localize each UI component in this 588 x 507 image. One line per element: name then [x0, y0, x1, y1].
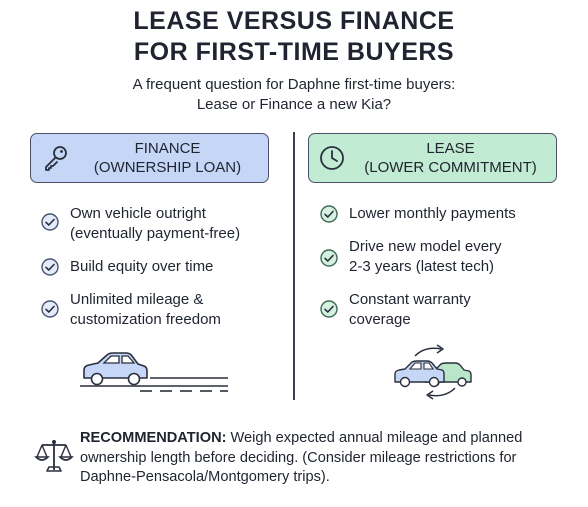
key-icon	[45, 146, 67, 171]
lease-heading-line-1: LEASE	[426, 140, 475, 157]
column-divider	[293, 132, 295, 400]
recommendation-text: RECOMMENDATION: Weigh expected annual mi…	[80, 429, 550, 488]
lease-item-2-line-2: 2-3 years (latest tech)	[349, 258, 495, 275]
recommendation-body: Weigh expected annual mileage and planne…	[80, 430, 523, 485]
finance-item-1: Own vehicle outright (eventually payment…	[70, 204, 240, 244]
finance-item-3-line-2: customization freedom	[70, 311, 221, 328]
check-circle-icon	[320, 249, 338, 267]
finance-item-1-line-2: (eventually payment-free)	[70, 225, 241, 242]
subtitle: A frequent question for Daphne first-tim…	[0, 75, 588, 115]
check-circle-icon	[41, 300, 59, 318]
finance-heading-box: FINANCE (OWNERSHIP LOAN)	[30, 133, 269, 183]
title-line-1: LEASE VERSUS FINANCE	[133, 7, 455, 35]
check-circle-icon	[41, 258, 59, 276]
scale-icon	[34, 440, 74, 472]
finance-item-1-line-1: Own vehicle outright	[70, 205, 206, 222]
finance-item-3: Unlimited mileage & customization freedo…	[70, 290, 221, 330]
lease-item-2-line-1: Drive new model every	[349, 238, 502, 255]
check-circle-icon	[41, 213, 59, 231]
subtitle-line-1: A frequent question for Daphne first-tim…	[132, 76, 456, 93]
finance-item-2: Build equity over time	[70, 257, 213, 277]
car-on-road-icon	[80, 352, 228, 392]
car-swap-icon	[394, 344, 472, 400]
lease-item-1: Lower monthly payments	[349, 204, 516, 224]
lease-item-1-line-1: Lower monthly payments	[349, 205, 516, 222]
finance-heading: FINANCE (OWNERSHIP LOAN)	[71, 139, 264, 177]
subtitle-line-2: Lease or Finance a new Kia?	[196, 96, 392, 113]
check-circle-icon	[320, 300, 338, 318]
lease-item-2: Drive new model every 2-3 years (latest …	[349, 237, 502, 277]
lease-item-3: Constant warranty coverage	[349, 290, 471, 330]
lease-heading: LEASE (LOWER COMMITMENT)	[349, 139, 552, 177]
recommendation-label: RECOMMENDATION:	[80, 430, 227, 446]
lease-item-3-line-1: Constant warranty	[349, 291, 471, 308]
finance-item-3-line-1: Unlimited mileage &	[70, 291, 204, 308]
infographic-title: LEASE VERSUS FINANCE FOR FIRST-TIME BUYE…	[0, 6, 588, 68]
lease-heading-line-2: (LOWER COMMITMENT)	[364, 159, 537, 176]
finance-heading-line-2: (OWNERSHIP LOAN)	[93, 159, 242, 176]
check-circle-icon	[320, 205, 338, 223]
lease-heading-box: LEASE (LOWER COMMITMENT)	[308, 133, 557, 183]
finance-item-2-line-1: Build equity over time	[70, 258, 214, 275]
finance-heading-line-1: FINANCE	[134, 140, 201, 157]
title-line-2: FOR FIRST-TIME BUYERS	[133, 38, 455, 66]
lease-item-3-line-2: coverage	[349, 311, 411, 328]
clock-icon	[320, 146, 344, 170]
